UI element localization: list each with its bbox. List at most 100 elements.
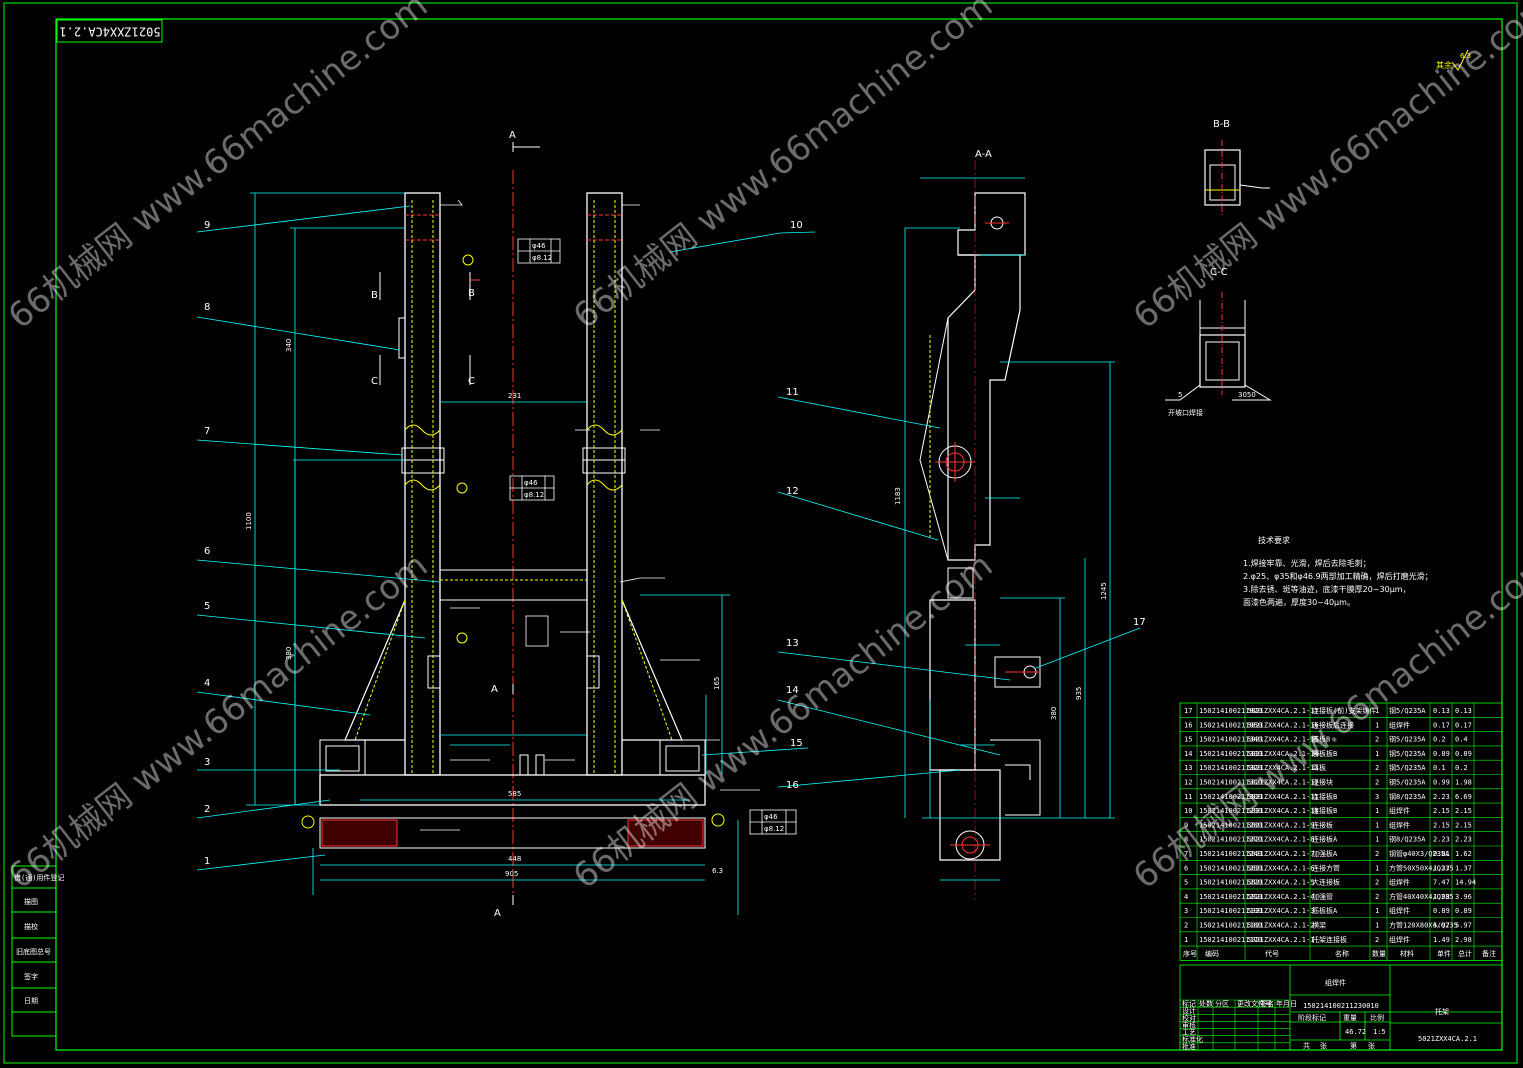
bom-cell: 5 bbox=[1184, 879, 1188, 887]
bom-cell: 0.89 bbox=[1455, 750, 1472, 758]
bom-cell: 15 bbox=[1184, 736, 1192, 744]
weld-open-note: 开坡口焊接 bbox=[1168, 408, 1203, 417]
balloon-2: 2 bbox=[204, 804, 210, 815]
bom-cell: 横梁 bbox=[1312, 921, 1326, 930]
bom-header-cell: 备注 bbox=[1482, 949, 1496, 958]
balloon-17: 17 bbox=[1133, 617, 1146, 628]
title-revision-header: 处数 bbox=[1199, 999, 1213, 1008]
bom-cell: 筋板板B bbox=[1312, 749, 1337, 758]
bom-cell: 0.89 bbox=[1433, 750, 1450, 758]
title-role-label: 标准化 bbox=[1182, 1035, 1203, 1044]
bom-cell: 1 bbox=[1375, 922, 1379, 930]
bom-cell: 钢管φ40X3/Q235A bbox=[1389, 849, 1450, 858]
bom-cell: 方管50X50X4/Q235 bbox=[1389, 863, 1454, 872]
bom-cell: 11 bbox=[1184, 793, 1192, 801]
bom-cell: 7.47 bbox=[1433, 879, 1450, 887]
tech-req-line-4: 面漆色两遍，厚度30~40μm。 bbox=[1243, 597, 1355, 607]
section-a-a-view: A-A bbox=[919, 149, 1041, 900]
title-scale: 1:5 bbox=[1373, 1028, 1386, 1036]
tol-phi46: φ46 bbox=[532, 242, 546, 250]
bom-cell: 150214100211920 bbox=[1199, 707, 1262, 715]
bom-cell: 150214100211180 bbox=[1199, 922, 1262, 930]
section-a-a-title: A-A bbox=[975, 149, 992, 160]
bom-cell: 3.96 bbox=[1455, 893, 1472, 901]
bom-cell: 2.15 bbox=[1433, 821, 1450, 829]
title-role-label: 设计 bbox=[1182, 1006, 1196, 1015]
front-view bbox=[301, 170, 725, 905]
drawing-number-stamp: 5021ZXX4CA.2.1 bbox=[56, 19, 163, 43]
bom-cell: 组焊件 bbox=[1389, 806, 1410, 815]
cut-a-mid: A bbox=[491, 684, 498, 695]
bom-cell: 5021ZXX4CA.2.1-12 bbox=[1247, 779, 1319, 787]
tol-phi46-c: φ46 bbox=[764, 813, 778, 821]
bom-header-cell: 材料 bbox=[1400, 949, 1414, 958]
bom-cell: 组焊件 bbox=[1389, 820, 1410, 829]
watermark-3: 66机械网 www.66machine.com bbox=[1126, 0, 1523, 337]
cut-c-right: C bbox=[468, 376, 475, 387]
bom-cell: 150214100211210 bbox=[1199, 893, 1262, 901]
drawing-number-stamp-text: 5021ZXX4CA.2.1 bbox=[59, 25, 160, 39]
title-block-revision-grid: 设计校对审核工艺标准化批准标记处数分区更改文件号签名年月日 bbox=[1180, 999, 1297, 1051]
weld-symbol-3050: 3050 bbox=[1238, 391, 1256, 399]
balloon-13: 13 bbox=[786, 638, 799, 649]
title-weight: 46.72 bbox=[1345, 1028, 1366, 1036]
dim-1245: 1245 bbox=[1100, 582, 1108, 600]
dim-380-side: 380 bbox=[1050, 707, 1058, 720]
bom-cell: 托架连接板 bbox=[1312, 935, 1347, 944]
bom-cell: 150214100211270 bbox=[1199, 836, 1262, 844]
title-drawing-no: 5021ZXX4CA.2.1 bbox=[1418, 1035, 1477, 1043]
bom-cell: 0.99 bbox=[1433, 779, 1450, 787]
bom-cell: 14.94 bbox=[1455, 879, 1476, 887]
weld-size-5: 5 bbox=[1178, 391, 1182, 399]
title-role-label: 审核 bbox=[1182, 1020, 1196, 1029]
title-name: 托架 bbox=[1435, 1007, 1449, 1016]
bom-cell: 14 bbox=[1184, 750, 1192, 758]
bom-cell: 筋板B bbox=[1312, 735, 1330, 744]
bom-cell: 0.1 bbox=[1433, 764, 1446, 772]
bom-cell: 5021ZXX4CA.2.1-14 bbox=[1247, 750, 1319, 758]
balloon-10: 10 bbox=[790, 220, 803, 231]
bom-cell: 5021ZXX4CA.2.1-3 bbox=[1247, 907, 1314, 915]
dim-448: 448 bbox=[508, 855, 521, 863]
roughness-value: 6.3 bbox=[1460, 52, 1471, 60]
bom-cell: 大连接板 bbox=[1312, 878, 1340, 887]
stamp-label-2: 描图 bbox=[24, 897, 38, 906]
bom-cell: 150214100211170 bbox=[1199, 936, 1262, 944]
balloons-left: 9 8 7 6 5 4 3 2 1 bbox=[204, 220, 210, 867]
bom-cell: 2 bbox=[1375, 936, 1379, 944]
bom-cell: 5021ZXX4CA.2.1-10 bbox=[1247, 807, 1319, 815]
balloon-3: 3 bbox=[204, 757, 210, 768]
title-revision-header: 更改文件号 bbox=[1237, 999, 1272, 1008]
front-view-dimension-text: 231 585 448 905 340 1100 380 165 6.3 bbox=[245, 339, 723, 878]
dim-585: 585 bbox=[508, 790, 521, 798]
bom-cell: 2 bbox=[1375, 850, 1379, 858]
bom-cell: 0.13 bbox=[1455, 707, 1472, 715]
bom-cell: 2.15 bbox=[1455, 821, 1472, 829]
bom-cell: 6 bbox=[1184, 864, 1188, 872]
bom-cell: 1 bbox=[1375, 750, 1379, 758]
section-a-a-dimensions bbox=[904, 177, 1115, 881]
bom-cell: 2 bbox=[1375, 764, 1379, 772]
bom-cell: 10 bbox=[1184, 807, 1192, 815]
bom-cell: 2.15 bbox=[1455, 807, 1472, 815]
bom-cell: 0.17 bbox=[1433, 721, 1450, 729]
tolerance-frame-text: φ46 φ8.12 φ46 φ8.12 φ46 φ8.12 bbox=[524, 242, 784, 833]
drawing-frame bbox=[3, 2, 1518, 1064]
bom-cell: 2 bbox=[1375, 736, 1379, 744]
balloon-7: 7 bbox=[204, 426, 210, 437]
dim-1100: 1100 bbox=[245, 512, 253, 530]
balloon-8: 8 bbox=[204, 302, 210, 313]
bom-cell: 1 bbox=[1375, 907, 1379, 915]
bom-cell: 5021ZXX4CA.2.1-5 bbox=[1247, 879, 1314, 887]
leader-lines-left bbox=[196, 205, 441, 871]
bom-cell: 3 bbox=[1184, 907, 1188, 915]
bom-cell: 1.98 bbox=[1455, 779, 1472, 787]
bom-cell: 0.2 bbox=[1433, 736, 1446, 744]
title-stage-label: 阶段标记 bbox=[1298, 1013, 1326, 1022]
dim-340: 340 bbox=[285, 339, 293, 352]
bom-cell: 7 bbox=[1184, 850, 1188, 858]
bom-cell: 150214100211280 bbox=[1199, 821, 1262, 829]
bom-cell: 5021ZXX4CA.2.1-6 bbox=[1247, 864, 1314, 872]
tech-req-line-3: 3.除去锈、斑等油迹，底漆干膜厚20~30μm， bbox=[1243, 584, 1411, 594]
